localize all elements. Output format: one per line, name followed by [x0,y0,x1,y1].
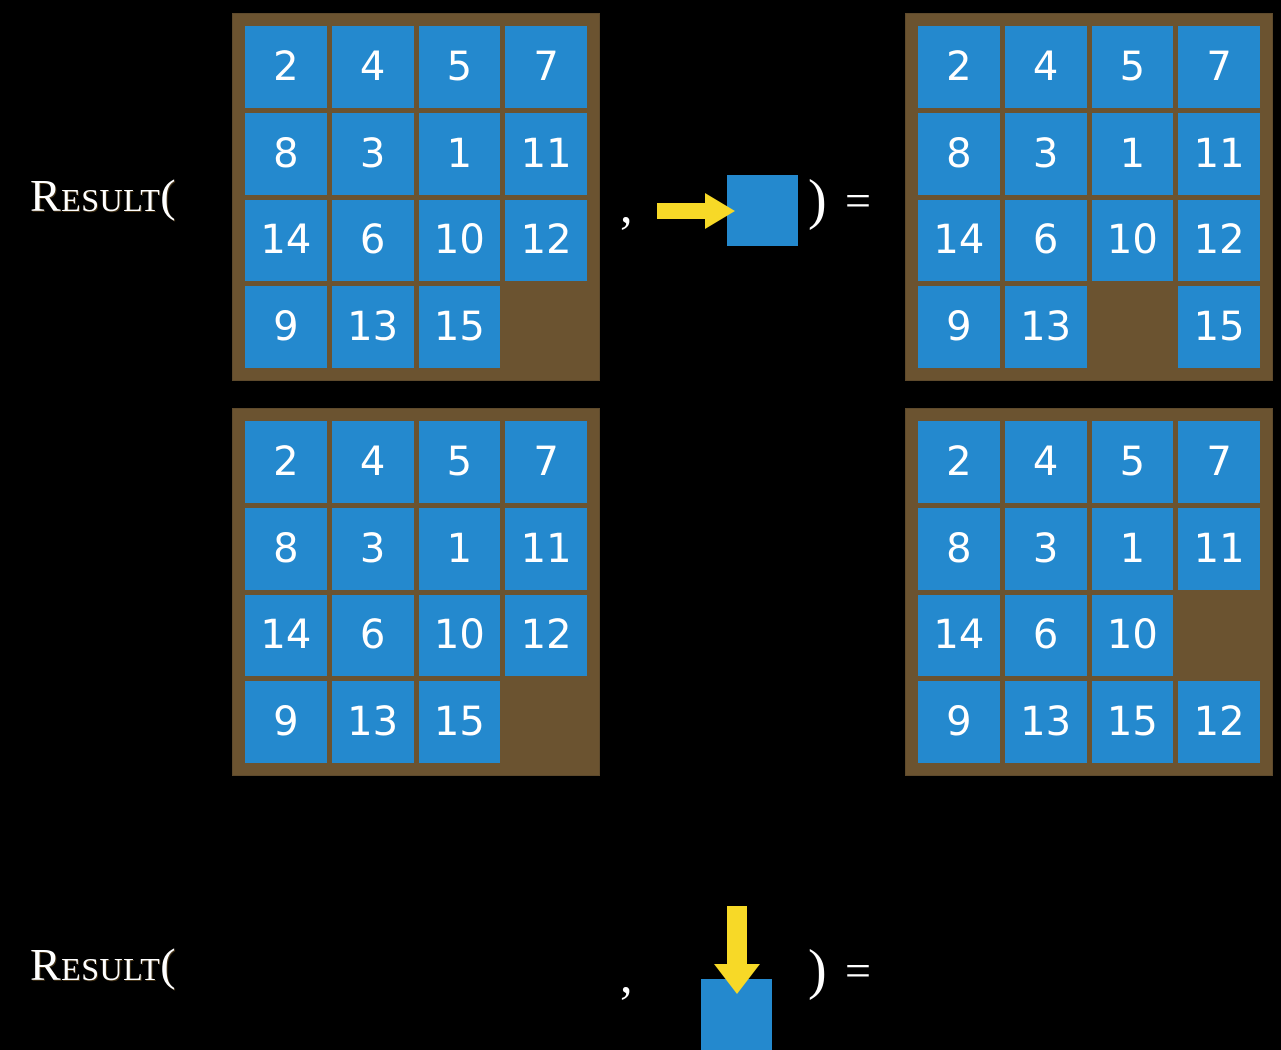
tile[interactable]: 2 [918,26,1000,108]
tile[interactable]: 12 [1178,199,1260,282]
tile[interactable]: 2 [245,421,327,503]
tile[interactable]: 3 [1004,507,1087,590]
tile[interactable]: 9 [918,286,1000,368]
tile[interactable]: 5 [418,26,501,108]
tile[interactable]: 14 [245,199,327,282]
equals-sign-1: = [845,175,871,226]
tile[interactable]: 13 [1004,681,1087,763]
tile[interactable]: 10 [418,594,501,677]
tile[interactable]: 14 [245,594,327,677]
tile[interactable]: 4 [331,421,414,503]
tile[interactable]: 8 [918,112,1000,195]
tile[interactable]: 14 [918,199,1000,282]
equation-row-2: Result( 2 4 5 7 8 3 1 11 14 6 10 12 9 13… [0,390,1281,1050]
tile[interactable]: 15 [1091,681,1174,763]
tile[interactable]: 12 [505,199,587,282]
tile[interactable]: 7 [1178,26,1260,108]
tile[interactable]: 11 [505,112,587,195]
tile[interactable]: 10 [1091,199,1174,282]
tile[interactable]: 12 [1178,681,1260,763]
output-board-1: 2 4 5 7 8 3 1 11 14 6 10 12 9 13 15 [905,13,1273,381]
result-function-label-1: Result( [30,170,177,221]
blank-slot[interactable] [1178,595,1260,677]
output-board-2: 2 4 5 7 8 3 1 11 14 6 10 9 13 15 12 [905,408,1273,776]
tile[interactable]: 11 [1178,112,1260,195]
tile[interactable]: 12 [505,594,587,677]
tile[interactable]: 9 [245,286,327,368]
tile[interactable]: 9 [245,681,327,763]
tile[interactable]: 6 [1004,594,1087,677]
tile[interactable]: 13 [331,286,414,368]
tile[interactable]: 11 [505,507,587,590]
tile[interactable]: 7 [1178,421,1260,503]
tile[interactable]: 5 [418,421,501,503]
tile[interactable]: 8 [245,507,327,590]
tile[interactable]: 1 [418,507,501,590]
blank-slot[interactable] [1092,286,1174,368]
tile[interactable]: 10 [418,199,501,282]
tile[interactable]: 2 [245,26,327,108]
input-board-2: 2 4 5 7 8 3 1 11 14 6 10 12 9 13 15 [232,408,600,776]
tile[interactable]: 15 [1178,286,1260,368]
tile[interactable]: 15 [418,681,501,763]
tile[interactable]: 8 [245,112,327,195]
tile[interactable]: 1 [418,112,501,195]
close-paren-2: ) [808,939,827,1001]
equals-sign-2: = [845,945,871,996]
tile[interactable]: 11 [1178,507,1260,590]
tile[interactable]: 13 [1004,286,1087,368]
action-tile-1[interactable] [727,175,798,246]
tile[interactable]: 8 [918,507,1000,590]
tile[interactable]: 6 [1004,199,1087,282]
tile[interactable]: 7 [505,26,587,108]
tile[interactable]: 4 [1004,421,1087,503]
arrow-down-icon [714,906,760,994]
tile[interactable]: 5 [1091,26,1174,108]
argument-separator-comma-1: , [620,177,633,233]
argument-separator-comma-2: , [620,947,633,1003]
tile[interactable]: 3 [331,112,414,195]
result-function-label-2: Result( [30,939,177,990]
blank-slot[interactable] [505,286,587,368]
tile[interactable]: 3 [331,507,414,590]
tile[interactable]: 2 [918,421,1000,503]
blank-slot[interactable] [505,681,587,763]
tile[interactable]: 7 [505,421,587,503]
close-paren-1: ) [808,169,827,231]
tile[interactable]: 1 [1091,112,1174,195]
tile[interactable]: 4 [331,26,414,108]
tile[interactable]: 9 [918,681,1000,763]
tile[interactable]: 1 [1091,507,1174,590]
tile[interactable]: 5 [1091,421,1174,503]
tile[interactable]: 6 [331,594,414,677]
tile[interactable]: 4 [1004,26,1087,108]
input-board-1: 2 4 5 7 8 3 1 11 14 6 10 12 9 13 15 [232,13,600,381]
tile[interactable]: 3 [1004,112,1087,195]
tile[interactable]: 15 [418,286,501,368]
arrow-right-icon [657,193,735,229]
tile[interactable]: 6 [331,199,414,282]
tile[interactable]: 10 [1091,594,1174,677]
tile[interactable]: 14 [918,594,1000,677]
equation-row-1: Result( 2 4 5 7 8 3 1 11 14 6 10 12 9 13… [0,0,1281,390]
tile[interactable]: 13 [331,681,414,763]
